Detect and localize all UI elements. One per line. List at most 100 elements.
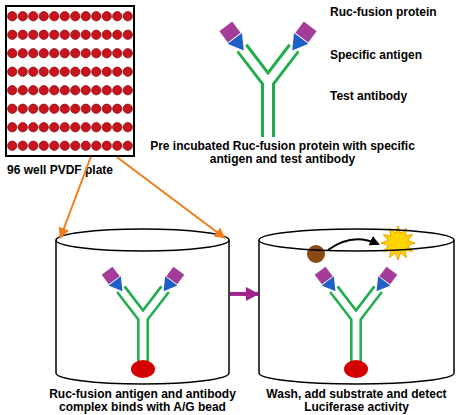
well: [60, 141, 69, 150]
well: [29, 123, 38, 132]
well: [60, 49, 69, 58]
well: [29, 141, 38, 150]
well: [71, 30, 80, 39]
well: [60, 104, 69, 113]
well: [18, 86, 27, 95]
part-label: Specific antigen: [330, 49, 470, 62]
flow-arrow: [230, 292, 258, 296]
well: [60, 67, 69, 76]
well: [8, 12, 17, 21]
ag-bead: [344, 360, 368, 378]
well: [92, 12, 101, 21]
well: [29, 104, 38, 113]
well: [81, 49, 90, 58]
well: [50, 86, 59, 95]
well: [39, 49, 48, 58]
well: [123, 104, 132, 113]
well: [123, 12, 132, 21]
well: [8, 104, 17, 113]
well: [71, 67, 80, 76]
well: [92, 123, 101, 132]
well: [8, 49, 17, 58]
well: [92, 86, 101, 95]
cylinder-top: [259, 229, 454, 251]
well: [71, 123, 80, 132]
well: [8, 141, 17, 150]
cylinder-body: [56, 240, 229, 384]
well: [18, 49, 27, 58]
well: [113, 141, 122, 150]
well: [81, 104, 90, 113]
well: [123, 49, 132, 58]
well: [92, 104, 101, 113]
well-grid: [7, 7, 133, 155]
well: [113, 30, 122, 39]
well: [92, 49, 101, 58]
well: [29, 67, 38, 76]
well: [123, 86, 132, 95]
well: [18, 12, 27, 21]
well: [102, 49, 111, 58]
well: [81, 86, 90, 95]
well: [123, 67, 132, 76]
well: [71, 141, 80, 150]
node-caption: Ruc-fusion antigen and antibody complex …: [30, 388, 255, 414]
well: [39, 141, 48, 150]
well: [113, 49, 122, 58]
well: [18, 67, 27, 76]
well: [8, 67, 17, 76]
test-antibody: [219, 21, 318, 138]
well: [18, 30, 27, 39]
well: [50, 141, 59, 150]
node-caption: 96 well PVDF plate: [7, 164, 177, 177]
well: [113, 86, 122, 95]
well: [102, 30, 111, 39]
well: [102, 123, 111, 132]
cylinder-outline: [55, 228, 230, 385]
well: [39, 67, 48, 76]
antibody-complex: [101, 266, 185, 365]
well: [92, 30, 101, 39]
well: [71, 12, 80, 21]
well: [50, 49, 59, 58]
part-label: Ruc-fusion protein: [330, 6, 470, 19]
well: [102, 104, 111, 113]
substrate: [307, 245, 325, 263]
well: [81, 67, 90, 76]
antibody-complex: [314, 266, 398, 365]
well: [102, 67, 111, 76]
assay-well: Ruc-fusion antigen and antibody complex …: [55, 228, 230, 385]
cylinder-outline: [258, 228, 455, 385]
step-caption: Pre incubated Ruc-fusion protein with sp…: [140, 140, 425, 166]
well: [102, 12, 111, 21]
ag-bead: [131, 360, 155, 378]
well: [18, 123, 27, 132]
well: [50, 67, 59, 76]
well: [123, 123, 132, 132]
well-plate: 96 well PVDF plate: [5, 5, 135, 157]
node-caption: Wash, add substrate and detect Luciferas…: [253, 388, 460, 414]
well: [60, 30, 69, 39]
well: [50, 104, 59, 113]
assay-well: Wash, add substrate and detect Luciferas…: [258, 228, 455, 385]
well: [39, 123, 48, 132]
well: [39, 30, 48, 39]
well: [71, 86, 80, 95]
well: [29, 30, 38, 39]
well: [123, 30, 132, 39]
well: [102, 141, 111, 150]
well: [50, 30, 59, 39]
well: [71, 49, 80, 58]
well: [39, 104, 48, 113]
cylinder-top: [56, 229, 229, 251]
well: [81, 123, 90, 132]
cylinder-body: [259, 240, 454, 384]
well: [102, 86, 111, 95]
well: [18, 104, 27, 113]
well: [29, 86, 38, 95]
well: [71, 104, 80, 113]
part-label: Test antibody: [330, 90, 470, 103]
well: [50, 12, 59, 21]
well: [29, 12, 38, 21]
well: [92, 141, 101, 150]
